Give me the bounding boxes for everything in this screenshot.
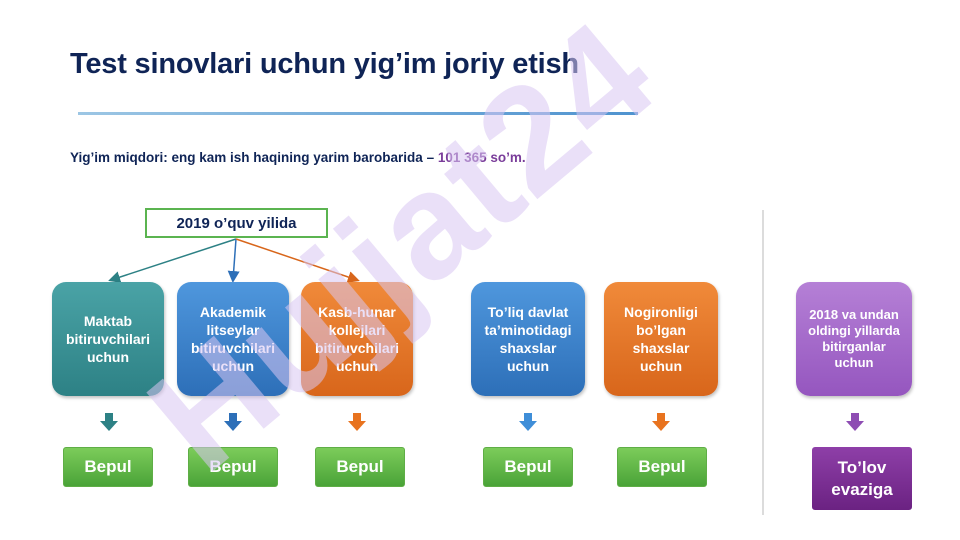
arrow-to-kasb [235, 238, 360, 283]
result-free-nogironligi: Bepul [617, 447, 707, 487]
fee-line: Yig’im miqdori: eng kam ish haqining yar… [70, 150, 526, 165]
result-free-maktab: Bepul [63, 447, 153, 487]
category-card-kasb: Kasb-hunar kollejlari bitiruvchilari uch… [301, 282, 413, 396]
page-title: Test sinovlari uchun yig’im joriy etish [70, 48, 579, 80]
fee-amount: 101 365 so’m. [437, 150, 526, 165]
result-free-davlat: Bepul [483, 447, 573, 487]
result-paid-2018: To’lov evaziga [812, 447, 912, 510]
result-free-akademik: Bepul [188, 447, 278, 487]
title-underline [78, 112, 638, 115]
fee-text: Yig’im miqdori: eng kam ish haqining yar… [70, 150, 438, 165]
result-free-kasb: Bepul [315, 447, 405, 487]
arrow-to-maktab [108, 238, 237, 283]
arrow-to-akademik [227, 238, 240, 283]
category-card-davlat: To’liq davlat ta’minotidagi shaxslar uch… [471, 282, 585, 396]
category-card-akademik: Akademik litseylar bitiruvchilari uchun [177, 282, 289, 396]
year-label-box: 2019 o’quv yilida [145, 208, 328, 238]
vertical-divider [762, 210, 764, 515]
category-card-2018: 2018 va undan oldingi yillarda bitirganl… [796, 282, 912, 396]
category-card-maktab: Maktab bitiruvchilari uchun [52, 282, 164, 396]
category-card-nogironligi: Nogironligi bo’lgan shaxslar uchun [604, 282, 718, 396]
